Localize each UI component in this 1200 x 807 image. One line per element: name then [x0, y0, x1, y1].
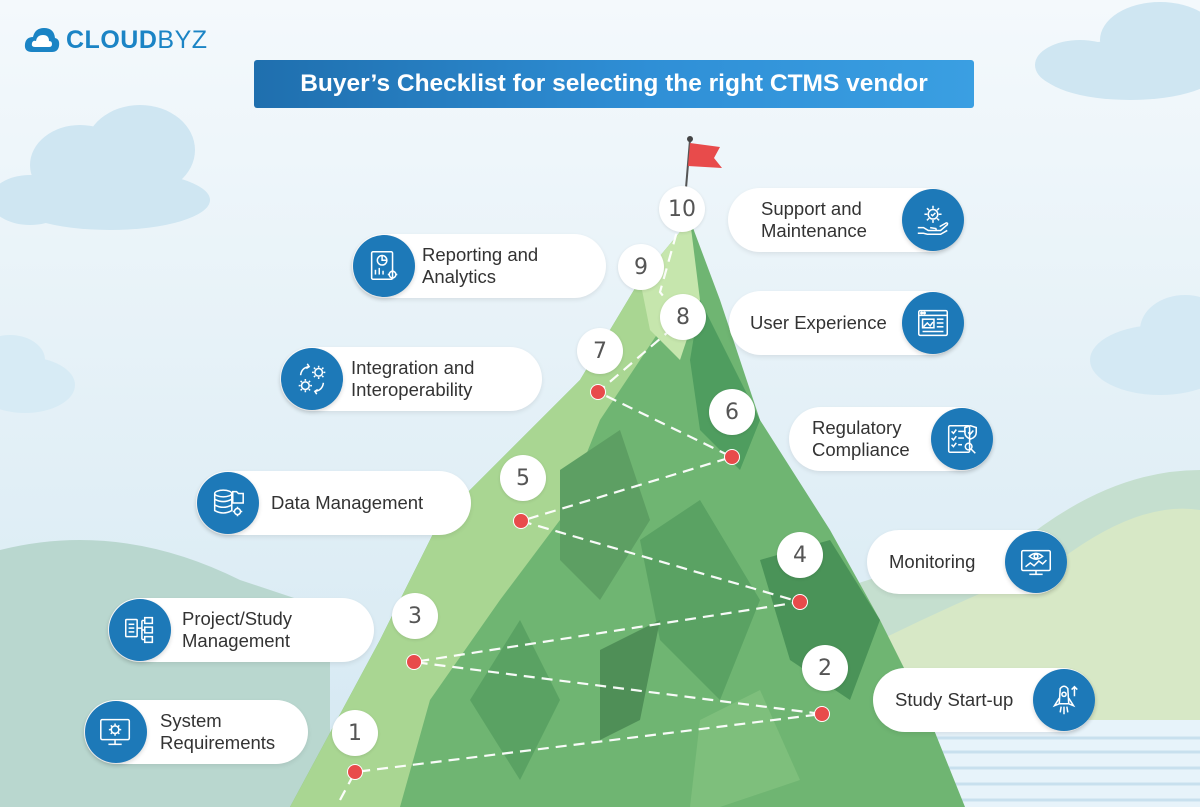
- cloud-left: [0, 105, 210, 230]
- cloud-logo-icon: [24, 28, 60, 52]
- step-3-number: 3: [392, 593, 438, 639]
- cloud-small-left: [0, 335, 75, 413]
- browser-window-icon: [902, 292, 964, 354]
- trail-dot: [792, 594, 808, 610]
- step-5-number: 5: [500, 455, 546, 501]
- trail-dot: [347, 764, 363, 780]
- trail-dot: [406, 654, 422, 670]
- trail-dot: [590, 384, 606, 400]
- step-6-number: 6: [709, 389, 755, 435]
- trail-dot: [724, 449, 740, 465]
- cloud-top-right: [1035, 2, 1200, 100]
- cloud-right: [1090, 295, 1200, 395]
- step-9-number: 9: [618, 244, 664, 290]
- monitor-eye-icon: [1005, 531, 1067, 593]
- hand-gear-icon: [902, 189, 964, 251]
- brand-logo: CLOUDBYZ: [24, 24, 208, 56]
- step-8-label: User Experience: [750, 312, 887, 334]
- summit-flag-icon: [688, 143, 722, 168]
- page-title: Buyer’s Checklist for selecting the righ…: [300, 70, 928, 97]
- step-1-number: 1: [332, 710, 378, 756]
- document-flow-icon: [109, 599, 171, 661]
- checklist-shield-icon: [931, 408, 993, 470]
- step-4-label: Monitoring: [889, 551, 976, 573]
- step-7-number: 7: [577, 328, 623, 374]
- gears-cycle-icon: [281, 348, 343, 410]
- database-folder-icon: [197, 472, 259, 534]
- step-8-number: 8: [660, 294, 706, 340]
- trail-dot: [814, 706, 830, 722]
- title-banner: Buyer’s Checklist for selecting the righ…: [254, 60, 974, 108]
- step-5-label: Data Management: [271, 492, 424, 514]
- rocket-icon: [1033, 669, 1095, 731]
- monitor-gear-icon: [85, 701, 147, 763]
- step-2-label: Study Start-up: [895, 689, 1014, 711]
- step-2-number: 2: [802, 645, 848, 691]
- step-4-number: 4: [777, 532, 823, 578]
- trail-dot: [513, 513, 529, 529]
- step-10-number: 10: [659, 186, 705, 232]
- brand-name: CLOUDBYZ: [66, 25, 208, 54]
- report-chart-icon: [353, 235, 415, 297]
